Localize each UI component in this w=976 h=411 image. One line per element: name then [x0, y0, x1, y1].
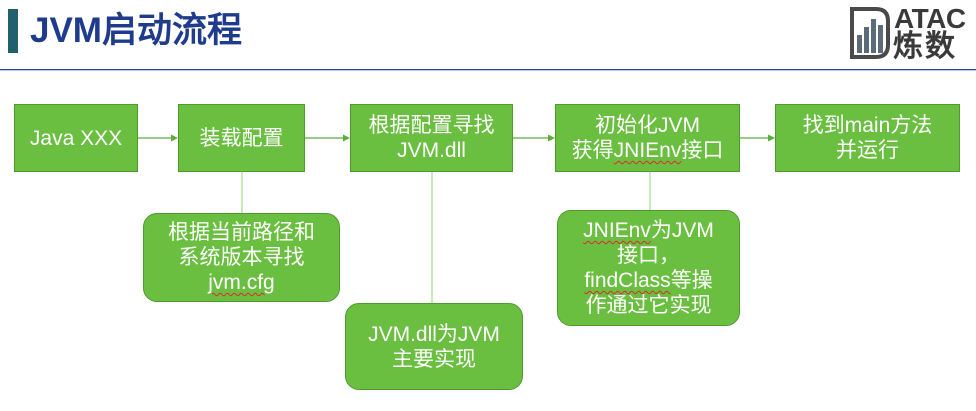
arrow-load-config-to-find-dll — [305, 134, 350, 142]
step-label-line: JVM.dll — [397, 139, 466, 162]
logo-bar — [871, 19, 876, 53]
note-line: jvm.cfg — [208, 270, 275, 295]
note-line: findClass等操 — [584, 268, 712, 293]
bar-chart-logo-icon — [850, 7, 890, 59]
note-line: 主要实现 — [392, 347, 476, 371]
note-jnienv: JNIEnv为JVM 接口， findClass等操 作通过它实现 — [557, 210, 740, 326]
note-line: 根据当前路径和 — [168, 221, 315, 244]
note-line: 作通过它实现 — [585, 294, 712, 317]
text-segment: 接口 — [681, 139, 724, 162]
step-java-xxx: Java XXX — [14, 104, 138, 172]
note-find-jvm-cfg: 根据当前路径和 系统版本寻找 jvm.cfg — [143, 213, 340, 302]
spellcheck-flagged-word: jvm.cfg — [208, 271, 275, 294]
arrow-find-dll-to-init-jvm — [513, 134, 555, 142]
logo-chinese: 炼数 — [893, 30, 957, 63]
step-label: 装载配置 — [199, 126, 284, 150]
logo-bar — [878, 25, 883, 53]
arrow-head — [343, 134, 350, 142]
note-line: 接口， — [617, 244, 680, 267]
logo-bar — [864, 27, 869, 53]
arrow-head — [548, 134, 555, 142]
spellcheck-flagged-word: findClass — [584, 269, 671, 292]
arrow-init-jvm-to-run-main — [740, 134, 775, 142]
logo: ATAC 炼数 — [846, 2, 976, 64]
step-label: Java XXX — [29, 126, 123, 150]
step-label-line: 找到main方法 — [802, 114, 933, 137]
note-line: JNIEnv为JVM — [583, 218, 714, 243]
logo-letters: ATAC — [894, 3, 966, 34]
arrow-java-to-load-config — [138, 134, 178, 142]
step-find-jvm-dll: 根据配置寻找 JVM.dll — [350, 104, 513, 172]
header-divider — [0, 69, 976, 71]
step-label-line: 获得JNIEnv接口 — [572, 138, 724, 163]
slide-title: JVM启动流程 — [30, 11, 242, 50]
arrow-head — [171, 134, 178, 142]
text-segment: 为JVM — [650, 219, 714, 242]
step-run-main: 找到main方法 并运行 — [775, 104, 960, 172]
step-label-line: 初始化JVM — [595, 114, 700, 137]
step-load-config: 装载配置 — [178, 104, 305, 172]
step-init-jvm: 初始化JVM 获得JNIEnv接口 — [555, 104, 740, 172]
spellcheck-flagged-word: JNIEnv — [613, 139, 682, 162]
text-segment: 等操 — [670, 269, 713, 292]
title-accent-bar — [8, 9, 18, 53]
text-segment: 获得 — [571, 139, 614, 162]
step-label-line: 根据配置寻找 — [368, 114, 495, 137]
note-line: 系统版本寻找 — [178, 246, 305, 269]
note-line: JVM.dll为JVM — [368, 322, 500, 346]
logo-bar — [857, 35, 862, 53]
step-label-line: 并运行 — [836, 139, 899, 162]
spellcheck-flagged-word: JNIEnv — [583, 219, 651, 242]
arrow-head — [768, 134, 775, 142]
note-jvm-dll: JVM.dll为JVM 主要实现 — [345, 303, 523, 390]
